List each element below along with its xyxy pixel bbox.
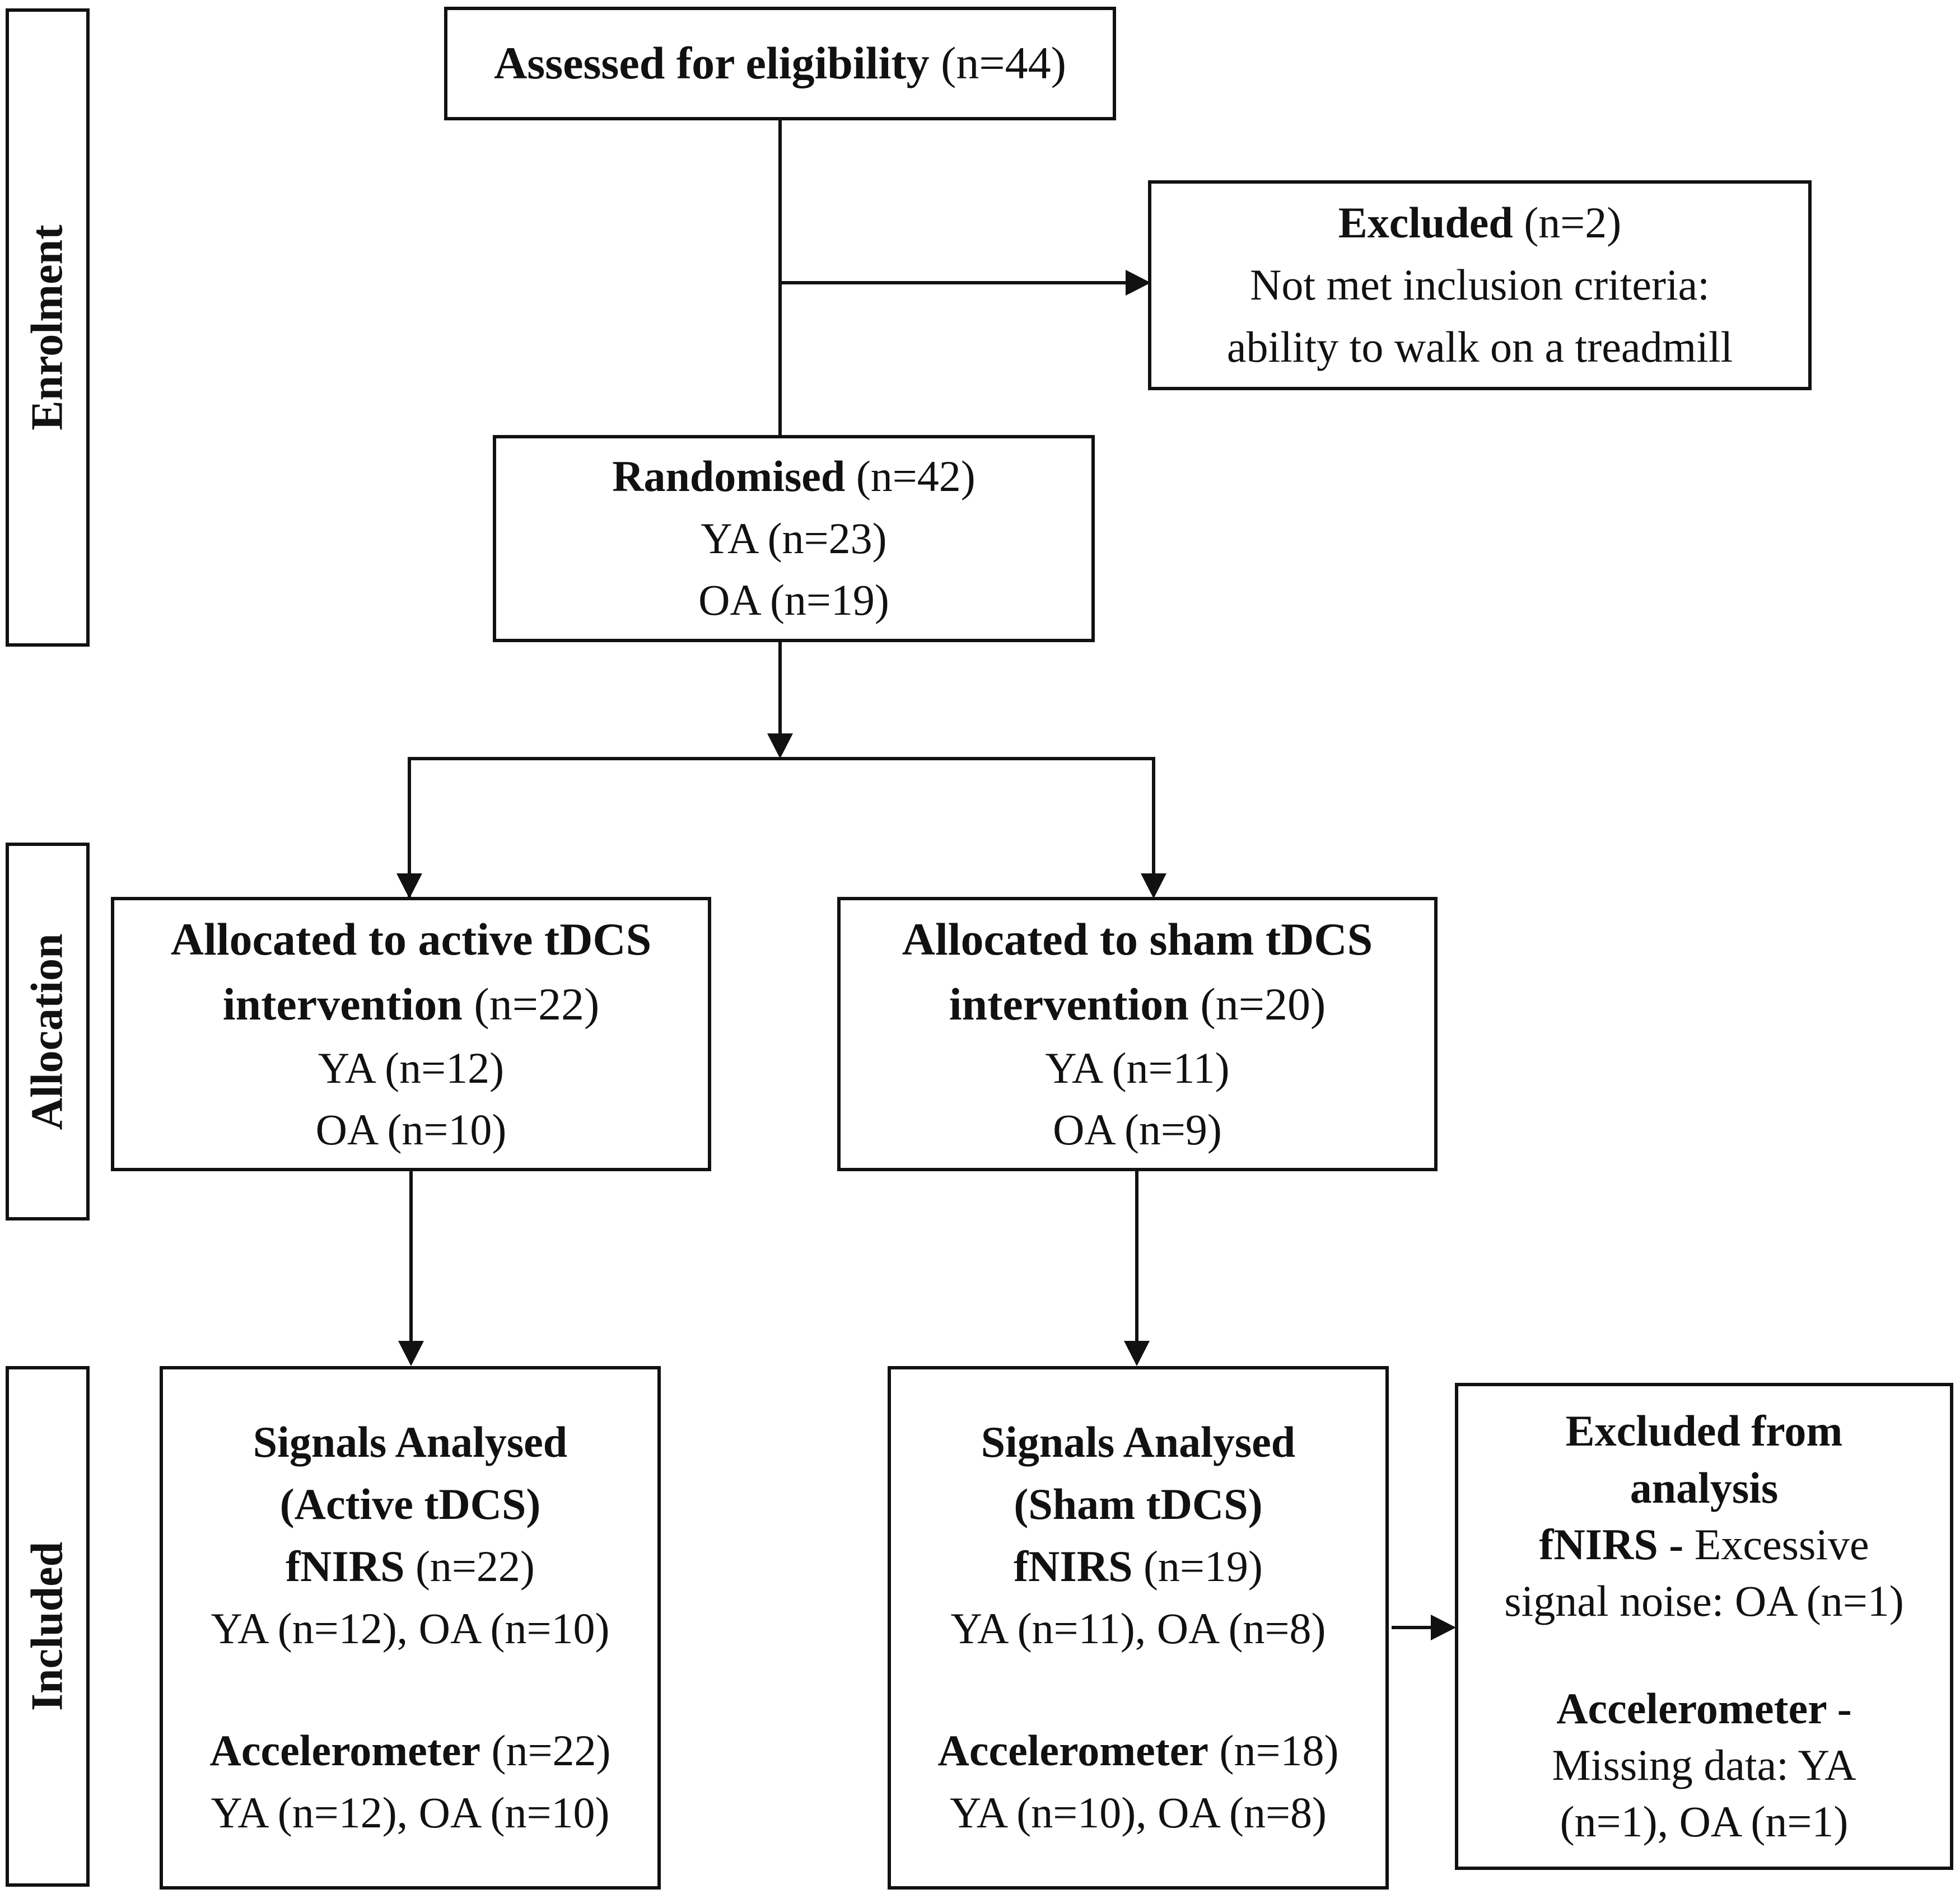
excluded-analysis-title2: analysis	[1630, 1460, 1778, 1516]
connector-split	[408, 757, 1155, 904]
arrowhead-randomised	[767, 733, 793, 759]
arrowhead-excluded-analysis	[1431, 1615, 1456, 1640]
sham-analysed-title1-text: Signals Analysed	[981, 1418, 1296, 1467]
excluded-reason-1: Not met inclusion criteria:	[1250, 260, 1710, 310]
active-accelerometer-label: Accelerometer	[209, 1726, 481, 1775]
active-accelerometer-groups: YA (n=12), OA (n=10)	[211, 1788, 610, 1837]
stage-allocation-label: Allocation	[22, 933, 72, 1130]
excluded-fnirs-label: fNIRS -	[1539, 1519, 1684, 1569]
sham-alloc-count: (n=20)	[1188, 979, 1326, 1030]
sham-fnirs-count: (n=19)	[1132, 1541, 1263, 1591]
sham-alloc-line1: Allocated to sham tDCS	[902, 913, 1373, 965]
stage-allocation: Allocation	[6, 843, 90, 1220]
active-alloc-ya: YA (n=12)	[318, 1043, 505, 1092]
stage-included: Included	[6, 1366, 90, 1887]
excluded-accelerometer-label: Accelerometer -	[1556, 1683, 1852, 1733]
excluded-analysis-title1: Excluded from	[1566, 1402, 1843, 1459]
stage-enrolment-label: Enrolment	[22, 225, 72, 431]
excluded-reason-2: ability to walk on a treadmill	[1226, 322, 1733, 371]
arrowhead-sham-alloc	[1141, 873, 1166, 899]
excluded-count: (n=2)	[1513, 198, 1622, 247]
arrowhead-excluded	[1126, 270, 1151, 296]
sham-alloc-line2: intervention (n=20)	[949, 972, 1326, 1037]
active-alloc-box: Allocated to active tDCS intervention (n…	[111, 897, 711, 1171]
randomised-label: Randomised	[612, 451, 846, 501]
sham-alloc-oa: OA (n=9)	[1053, 1105, 1222, 1154]
sham-accelerometer-count: (n=18)	[1208, 1726, 1339, 1775]
randomised-count: (n=42)	[845, 451, 976, 501]
excluded-fnirs-text: Excessive	[1683, 1519, 1869, 1569]
sham-fnirs-label: fNIRS	[1014, 1541, 1133, 1591]
randomised-title: Randomised (n=42)	[612, 446, 976, 508]
arrowhead-active-analysed	[398, 1341, 424, 1366]
sham-analysed-box: Signals Analysed (Sham tDCS) fNIRS (n=19…	[888, 1366, 1389, 1890]
active-fnirs-label: fNIRS	[286, 1541, 405, 1591]
sham-analysed-title2: (Sham tDCS)	[1014, 1474, 1262, 1536]
excluded-analysis-box: Excluded from analysis fNIRS - Excessive…	[1455, 1383, 1953, 1870]
sham-alloc-intervention: intervention	[949, 979, 1189, 1030]
active-analysed-title2-text: (Active tDCS)	[279, 1480, 541, 1528]
sham-analysed-title1: Signals Analysed	[981, 1411, 1295, 1474]
active-alloc-line2: intervention (n=22)	[223, 972, 600, 1037]
sham-accelerometer-label: Accelerometer	[937, 1726, 1209, 1775]
sham-accelerometer-groups: YA (n=10), OA (n=8)	[950, 1788, 1327, 1837]
excluded-fnirs-reason: signal noise: OA (n=1)	[1504, 1577, 1904, 1626]
active-alloc-intervention: intervention	[222, 979, 463, 1030]
active-alloc-count: (n=22)	[462, 979, 600, 1030]
excluded-accelerometer-reason-1: Missing data: YA	[1552, 1741, 1856, 1790]
excluded-accelerometer-reason-2: (n=1), OA (n=1)	[1560, 1797, 1849, 1846]
active-analysed-title1-text: Signals Analysed	[253, 1418, 568, 1467]
active-accelerometer: Accelerometer (n=22)	[210, 1720, 611, 1782]
assessed-box: Assessed for eligibility (n=44)	[444, 7, 1116, 120]
randomised-ya: YA (n=23)	[701, 513, 887, 563]
active-alloc-title: Allocated to active tDCS	[171, 907, 652, 972]
sham-fnirs: fNIRS (n=19)	[1014, 1536, 1263, 1598]
active-fnirs: fNIRS (n=22)	[286, 1536, 535, 1598]
excluded-box: Excluded (n=2) Not met inclusion criteri…	[1148, 180, 1812, 390]
arrowhead-active-alloc	[396, 873, 422, 899]
randomised-oa: OA (n=19)	[698, 576, 889, 625]
active-fnirs-count: (n=22)	[404, 1541, 535, 1591]
assessed-text: Assessed for eligibility (n=44)	[494, 31, 1066, 96]
active-fnirs-groups: YA (n=12), OA (n=10)	[211, 1603, 610, 1653]
randomised-box: Randomised (n=42) YA (n=23) OA (n=19)	[493, 435, 1095, 642]
sham-alloc-title: Allocated to sham tDCS	[902, 907, 1373, 972]
active-alloc-line1: Allocated to active tDCS	[170, 913, 652, 965]
active-alloc-oa: OA (n=10)	[315, 1105, 507, 1154]
excluded-title: Excluded (n=2)	[1338, 192, 1622, 254]
stage-enrolment: Enrolment	[6, 8, 90, 647]
sham-alloc-ya: YA (n=11)	[1045, 1043, 1230, 1092]
stage-included-label: Included	[22, 1541, 72, 1711]
excluded-accelerometer: Accelerometer -	[1556, 1680, 1852, 1737]
active-accelerometer-count: (n=22)	[480, 1726, 611, 1775]
excluded-analysis-title1-text: Excluded from	[1565, 1406, 1843, 1456]
sham-analysed-title2-text: (Sham tDCS)	[1014, 1480, 1263, 1528]
assessed-count: (n=44)	[929, 38, 1066, 89]
active-analysed-title2: (Active tDCS)	[280, 1474, 541, 1536]
sham-fnirs-groups: YA (n=11), OA (n=8)	[950, 1603, 1326, 1653]
assessed-label: Assessed for eligibility	[494, 38, 930, 89]
excluded-analysis-title2-text: analysis	[1630, 1463, 1779, 1512]
excluded-label: Excluded	[1338, 198, 1513, 247]
arrowhead-sham-analysed	[1124, 1341, 1150, 1366]
sham-alloc-box: Allocated to sham tDCS intervention (n=2…	[837, 897, 1438, 1171]
active-analysed-title1: Signals Analysed	[253, 1411, 567, 1474]
active-analysed-box: Signals Analysed (Active tDCS) fNIRS (n=…	[160, 1366, 661, 1890]
excluded-fnirs: fNIRS - Excessive	[1539, 1516, 1869, 1573]
sham-accelerometer: Accelerometer (n=18)	[938, 1720, 1339, 1782]
